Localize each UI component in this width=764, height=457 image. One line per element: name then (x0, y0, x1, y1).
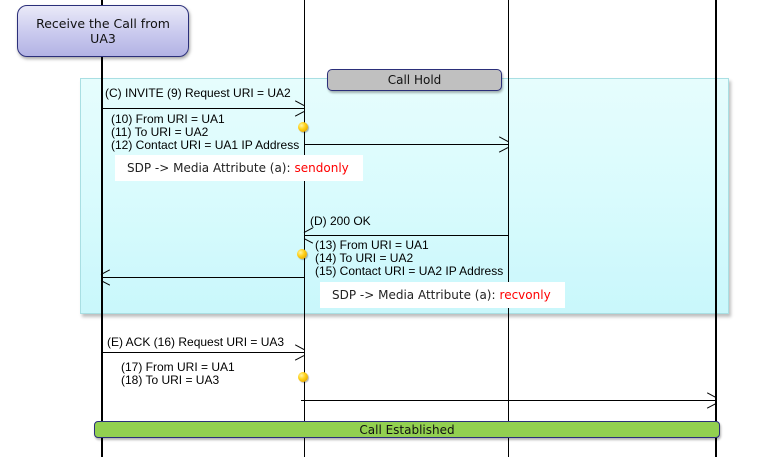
call-hold-text: Call Hold (387, 73, 442, 87)
ack-message-label: (E) ACK (16) Request URI = UA3 (107, 335, 285, 349)
ok-field-contact: (15) Contact URI = UA2 IP Address (315, 264, 504, 278)
invite-field-to: (11) To URI = UA2 (111, 125, 209, 139)
ack-field-to: (18) To URI = UA3 (121, 373, 220, 387)
invite-field-contact: (12) Contact URI = UA1 IP Address (111, 138, 300, 152)
sdp-attribute-prefix: SDP -> Media Attribute (a): (332, 288, 496, 302)
ok-message-label: (D) 200 OK (310, 214, 371, 228)
invite-message-label: (C) INVITE (9) Request URI = UA2 (105, 86, 291, 100)
invite-arrow-ua1-to-ua2 (101, 108, 304, 110)
ok-field-from: (13) From URI = UA1 (315, 238, 429, 252)
lifeline-4-overlay (715, 78, 717, 314)
sdp-attribute-value-recvonly: recvonly (499, 288, 551, 302)
ack-arrow-ua1-to-ua2 (101, 352, 304, 354)
call-established-text: Call Established (359, 422, 455, 437)
ok-field-to: (14) To URI = UA2 (315, 251, 414, 265)
ack-arrow-ua2-to-ua4 (301, 400, 716, 402)
ok-header-fields: (13) From URI = UA1 (14) To URI = UA2 (1… (315, 239, 503, 278)
invite-field-from: (10) From URI = UA1 (111, 112, 225, 126)
call-established-banner: Call Established (94, 421, 720, 438)
lifeline-3-overlay (507, 78, 509, 314)
sdp-attribute-prefix: SDP -> Media Attribute (a): (127, 161, 291, 175)
ok-arrow-ua3-to-ua2 (304, 235, 508, 237)
marker-dot-icon (298, 372, 308, 382)
receive-call-state-text: Receive the Call from UA3 (36, 16, 170, 46)
marker-dot-icon (298, 122, 308, 132)
sdp-attribute-box-ok: SDP -> Media Attribute (a): recvonly (320, 282, 565, 308)
lifeline-2-overlay (303, 78, 305, 314)
lifeline-1-overlay (101, 78, 103, 314)
invite-header-fields: (10) From URI = UA1 (11) To URI = UA2 (1… (111, 113, 299, 152)
invite-arrow-ua2-to-ua3 (304, 144, 508, 146)
ack-header-fields: (17) From URI = UA1 (18) To URI = UA3 (121, 361, 235, 387)
ack-field-from: (17) From URI = UA1 (121, 360, 235, 374)
sdp-attribute-box-invite: SDP -> Media Attribute (a): sendonly (115, 155, 363, 181)
receive-call-state-box: Receive the Call from UA3 (17, 5, 189, 57)
marker-dot-icon (297, 249, 307, 259)
call-hold-region (80, 78, 729, 314)
ok-arrow-ua2-to-ua1 (101, 277, 304, 279)
call-hold-banner: Call Hold (327, 69, 502, 91)
sdp-attribute-value-sendonly: sendonly (294, 161, 349, 175)
